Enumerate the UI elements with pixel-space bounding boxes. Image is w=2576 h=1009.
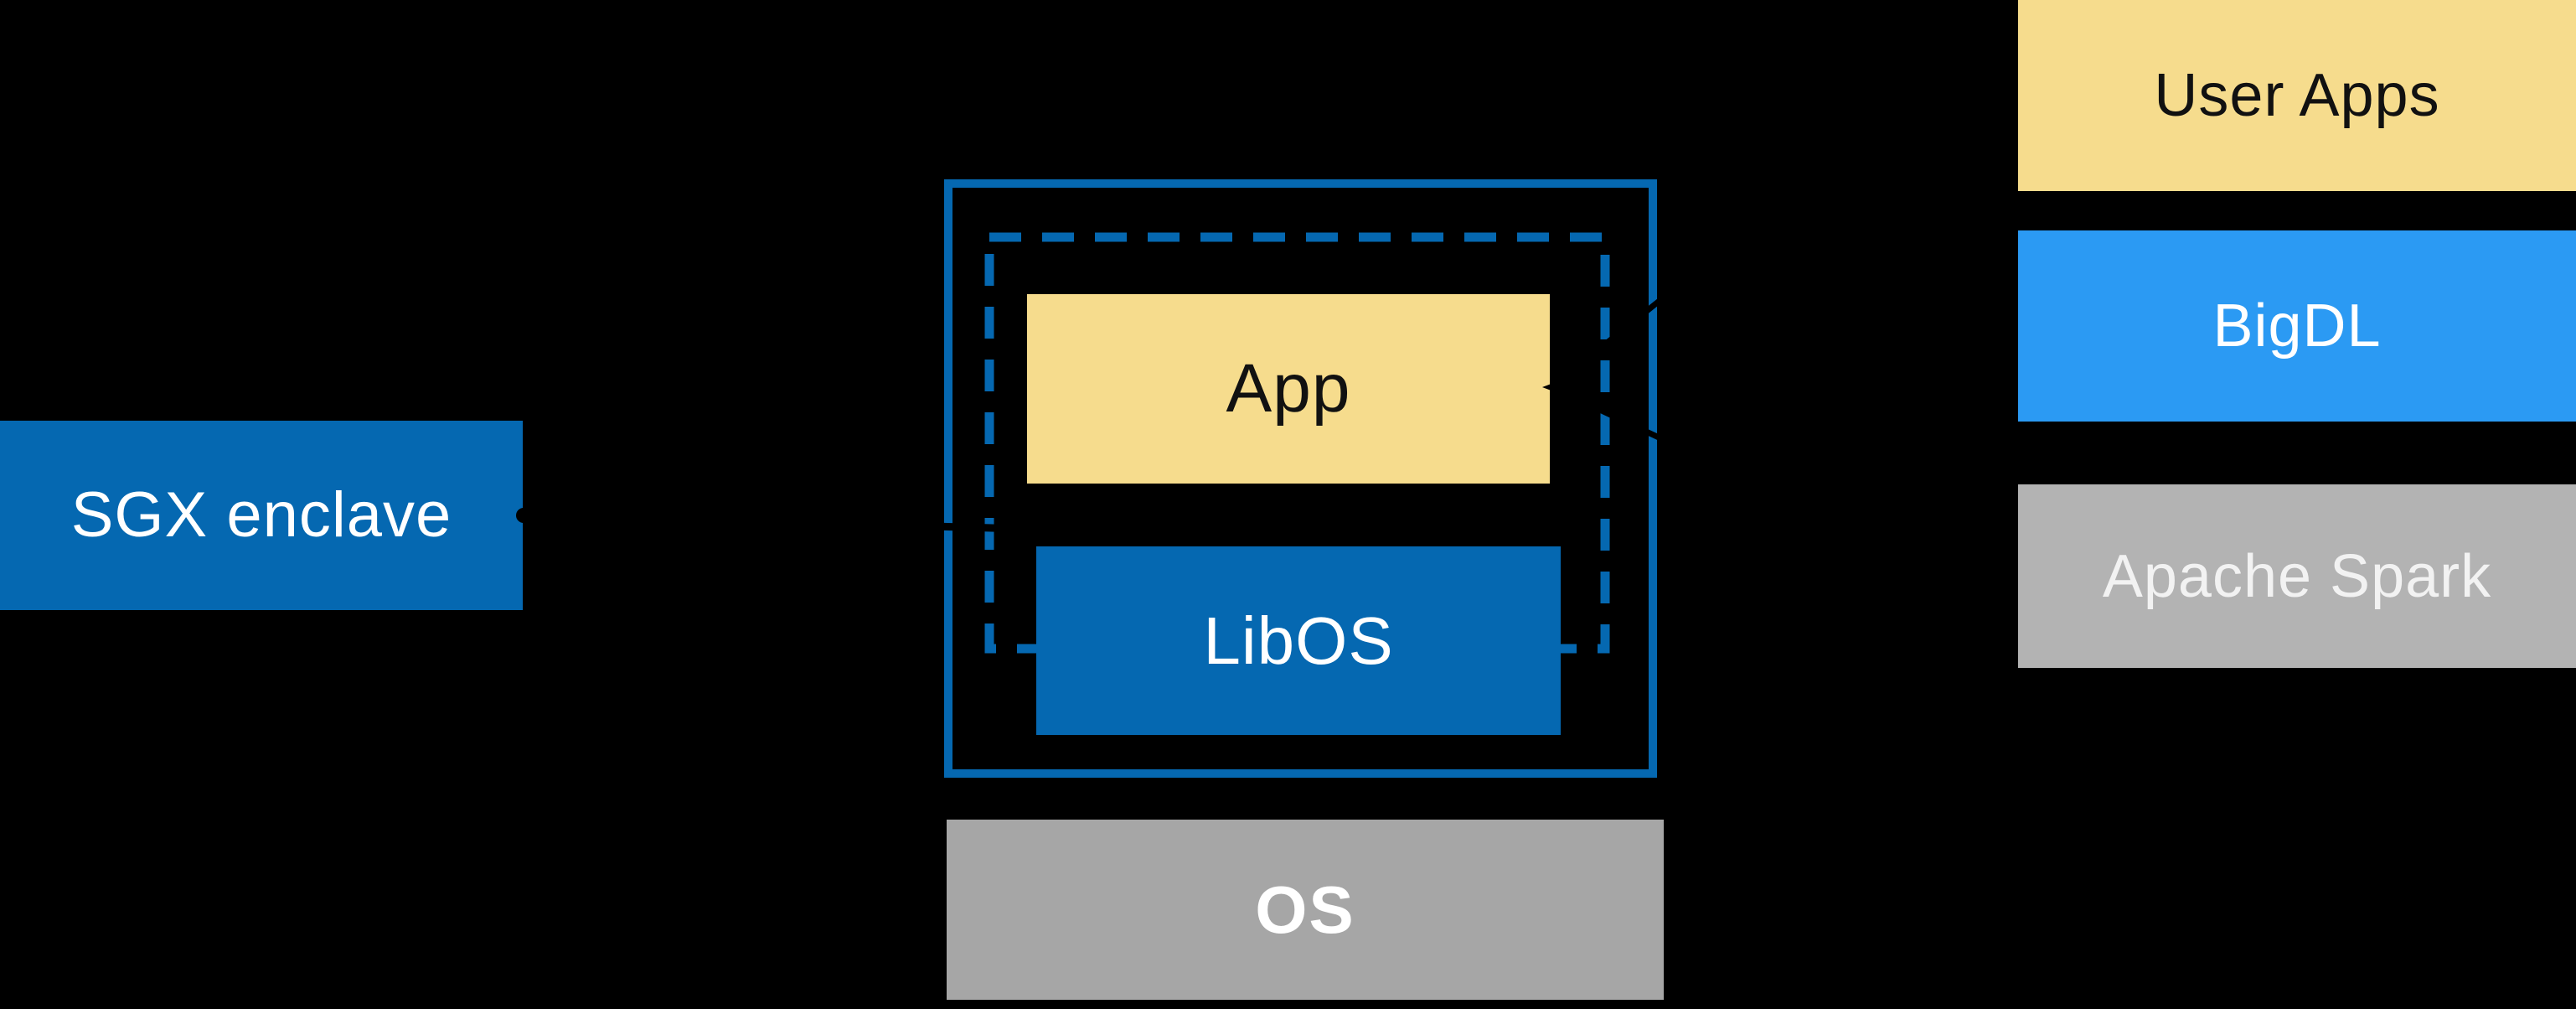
arrow-line-apache-spark-to-app [1550, 384, 2029, 613]
apache-spark-label: Apache Spark [2102, 542, 2492, 610]
arrow-line-enclave-to-sgx [517, 510, 1557, 548]
apache-spark-box: Apache Spark [2018, 484, 2576, 668]
sgx-enclave-label: SGX enclave [70, 479, 452, 551]
libos-label: LibOS [1203, 603, 1394, 678]
app-label: App [1226, 350, 1351, 427]
user-apps-label: User Apps [2154, 62, 2440, 129]
bigdl-box: BigDL [2018, 230, 2576, 422]
sgx-enclave-box: SGX enclave [0, 421, 523, 610]
bigdl-label: BigDL [2212, 292, 2382, 360]
arrow-line-user-apps-to-app [1549, 4, 2030, 390]
os-box: OS [947, 820, 1664, 1000]
libos-box: LibOS [1036, 546, 1561, 735]
user-apps-box: User Apps [2018, 0, 2576, 191]
app-box: App [1027, 294, 1550, 484]
os-label: OS [1255, 872, 1355, 947]
